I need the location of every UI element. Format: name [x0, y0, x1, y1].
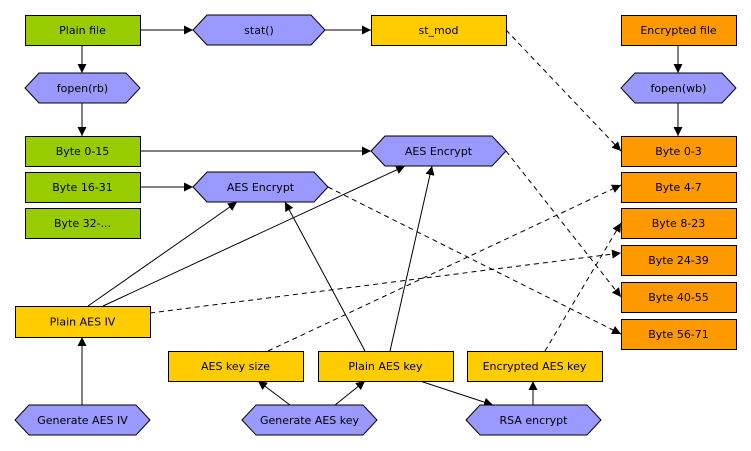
node-byte-0-15: Byte 0-15 [25, 136, 141, 167]
node-label: RSA encrypt [500, 414, 569, 427]
node-label: Byte 16-31 [52, 181, 113, 194]
nodes-layer: Plain file stat() st_mod Encrypted file fope… [14, 14, 737, 436]
node-shape-hexagon [24, 72, 141, 104]
node-aes-key-size: AES key size [168, 351, 304, 382]
node-shape-rect [621, 245, 737, 276]
node-shape-rect [621, 15, 737, 46]
edge-aes-key-size-to-out-byte-4-7 [267, 184, 622, 352]
node-label: Generate AES IV [37, 414, 128, 427]
edge-encrypted-aes-key-to-out-byte-8-23 [544, 222, 622, 352]
node-encrypted-file: Encrypted file [621, 15, 737, 46]
node-label: Byte 40-55 [648, 291, 709, 304]
node-shape-rect [168, 351, 304, 382]
node-generate-aes-key: Generate AES key [241, 404, 378, 436]
node-shape-rect [318, 351, 454, 382]
node-shape-rect [621, 282, 737, 313]
node-shape-hexagon [192, 14, 326, 46]
edge-plain-aes-iv-to-aes-encrypt-mid [87, 201, 238, 307]
node-label: AES Encrypt [227, 181, 295, 194]
node-stat: stat() [192, 14, 326, 46]
edge-generate-aes-key-to-aes-key-size [257, 380, 291, 406]
node-encrypted-aes-key: Encrypted AES key [467, 351, 603, 382]
node-plain-aes-key: Plain AES key [318, 351, 454, 382]
node-shape-rect [621, 208, 737, 239]
node-label: Encrypted AES key [483, 360, 587, 373]
node-shape-hexagon [370, 135, 507, 167]
edge-plain-aes-key-to-aes-encrypt-top [389, 165, 435, 352]
node-plain-file: Plain file [25, 15, 141, 46]
node-shape-hexagon [465, 404, 602, 436]
node-label: Byte 0-15 [56, 145, 110, 158]
edge-plain-aes-key-to-rsa-encrypt [419, 380, 494, 407]
node-label: Generate AES key [260, 414, 360, 427]
node-fopen-wb: fopen(wb) [620, 72, 737, 104]
node-out-byte-40-55: Byte 40-55 [621, 282, 737, 313]
node-shape-rect [15, 306, 151, 338]
node-shape-hexagon [192, 171, 329, 203]
node-shape-hexagon [620, 72, 737, 104]
node-label: Encrypted file [640, 24, 717, 37]
edge-st-mod-to-out-byte-0-3 [505, 29, 622, 152]
node-generate-aes-iv: Generate AES IV [14, 404, 151, 436]
node-out-byte-56-71: Byte 56-71 [621, 319, 737, 350]
node-label: Byte 4-7 [655, 181, 702, 194]
node-shape-rect [25, 172, 141, 203]
node-label: Byte 32-... [54, 217, 111, 230]
node-shape-hexagon [14, 404, 151, 436]
node-shape-rect [371, 15, 507, 46]
node-label: Byte 24-39 [648, 254, 709, 267]
node-label: Byte 8-23 [652, 217, 706, 230]
node-label: fopen(wb) [651, 82, 707, 95]
node-shape-rect [25, 208, 141, 239]
edge-plain-aes-iv-to-aes-encrypt-top [102, 165, 406, 307]
node-label: AES Encrypt [405, 145, 473, 158]
edge-aes-encrypt-top-to-out-byte-40-55 [505, 150, 622, 298]
node-byte-16-31: Byte 16-31 [25, 172, 141, 203]
node-out-byte-4-7: Byte 4-7 [621, 172, 737, 203]
node-label: fopen(rb) [57, 82, 108, 95]
node-label: Byte 0-3 [655, 145, 702, 158]
node-shape-hexagon [241, 404, 378, 436]
node-shape-rect [621, 319, 737, 350]
node-label: Plain AES IV [50, 316, 116, 329]
edges-layer [77, 25, 683, 407]
node-aes-encrypt-top: AES Encrypt [370, 135, 507, 167]
node-label: st_mod [419, 24, 459, 37]
node-shape-rect [621, 172, 737, 203]
edge-aes-encrypt-mid-to-out-byte-56-71 [327, 186, 622, 335]
node-label: Plain AES key [348, 360, 423, 373]
node-label: Plain file [59, 24, 106, 37]
node-fopen-rb: fopen(rb) [24, 72, 141, 104]
node-out-byte-8-23: Byte 8-23 [621, 208, 737, 239]
node-rsa-encrypt: RSA encrypt [465, 404, 602, 436]
edge-plain-aes-iv-to-out-byte-24-39 [149, 249, 622, 314]
edge-plain-aes-key-to-aes-encrypt-mid [284, 201, 366, 352]
node-label: Byte 56-71 [648, 328, 709, 341]
node-byte-32: Byte 32-... [25, 208, 141, 239]
edge-generate-aes-key-to-plain-aes-key [334, 380, 366, 406]
node-label: stat() [244, 24, 274, 37]
node-st-mod: st_mod [371, 15, 507, 46]
node-shape-rect [621, 136, 737, 167]
node-out-byte-0-3: Byte 0-3 [621, 136, 737, 167]
node-out-byte-24-39: Byte 24-39 [621, 245, 737, 276]
node-shape-rect [25, 15, 141, 46]
node-shape-rect [467, 351, 603, 382]
node-plain-aes-iv: Plain AES IV [15, 306, 151, 338]
node-aes-encrypt-mid: AES Encrypt [192, 171, 329, 203]
node-label: AES key size [201, 360, 270, 373]
node-shape-rect [25, 136, 141, 167]
